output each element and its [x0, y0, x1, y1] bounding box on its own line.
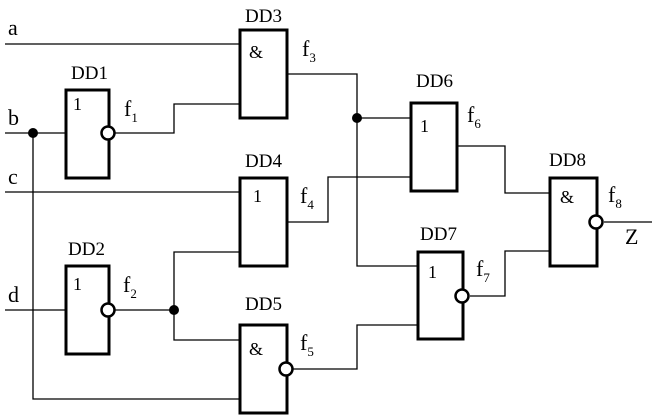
input-label-b: b [8, 105, 19, 130]
input-label-c: c [8, 164, 18, 189]
wire-f7 [470, 250, 550, 297]
gate-dd1-function: 1 [73, 94, 82, 114]
wire-f4 [287, 176, 411, 223]
junction-dot-f3 [352, 113, 362, 123]
junction-dot-f2 [169, 305, 179, 315]
inverter-bubble-dd7 [454, 288, 470, 304]
signal-label-f2: f2 [123, 272, 137, 301]
signal-label-f8: f8 [608, 182, 622, 211]
wire-f1 [115, 103, 240, 134]
wire-f2-to-dd5 [173, 310, 240, 341]
gate-dd5-function: & [249, 339, 263, 359]
gate-dd2-label: DD2 [68, 239, 105, 260]
wire-b-branch [32, 133, 240, 400]
gate-dd5-label: DD5 [245, 294, 282, 315]
gate-dd7-function: 1 [428, 262, 437, 282]
input-label-d: d [8, 282, 19, 307]
signal-label-f5: f5 [300, 330, 314, 359]
gate-dd8-function: & [560, 187, 574, 207]
inverter-bubble-dd8 [588, 214, 604, 230]
signal-label-f6: f6 [467, 102, 481, 131]
gate-dd1: DD1 1 [64, 63, 116, 180]
gate-dd3-label: DD3 [245, 6, 282, 27]
gate-dd1-label: DD1 [71, 63, 108, 84]
inverter-bubble-dd1 [100, 125, 116, 141]
input-label-a: a [8, 15, 18, 40]
gate-dd7: DD7 1 [416, 224, 470, 341]
wire-f3 [287, 73, 411, 119]
wire-f5 [293, 324, 418, 370]
signal-label-f4: f4 [300, 183, 314, 212]
wire-f3-to-dd7 [356, 118, 418, 267]
gate-dd3-body [238, 28, 289, 120]
gate-dd6-function: 1 [420, 116, 429, 136]
junction-dot-b [28, 128, 38, 138]
gate-dd5: DD5 & [238, 294, 294, 415]
gate-dd4-label: DD4 [245, 151, 282, 172]
gate-dd8-label: DD8 [549, 150, 586, 171]
wires [5, 43, 652, 400]
inverter-bubble-dd5 [278, 361, 294, 377]
gate-dd6-body [409, 101, 459, 193]
gate-dd7-label: DD7 [420, 224, 457, 245]
gate-dd4-function: 1 [253, 186, 262, 206]
output-label-z: Z [625, 224, 638, 249]
gate-dd2: DD2 1 [64, 239, 116, 356]
gate-dd6: DD6 1 [409, 71, 459, 193]
wire-f2-to-dd4 [173, 251, 240, 310]
signal-label-f1: f1 [124, 96, 138, 125]
gate-dd4-body [238, 176, 289, 268]
gate-dd4: DD4 1 [238, 151, 289, 268]
gate-dd3: DD3 & [238, 6, 289, 120]
gate-dd6-label: DD6 [416, 71, 453, 92]
gate-dd8: DD8 & [548, 150, 604, 268]
gate-dd2-function: 1 [73, 274, 82, 294]
signal-label-f7: f7 [476, 256, 490, 285]
gate-dd3-function: & [249, 42, 263, 62]
inverter-bubble-dd2 [100, 302, 116, 318]
wire-f6 [457, 145, 550, 194]
signal-label-f3: f3 [302, 36, 316, 65]
